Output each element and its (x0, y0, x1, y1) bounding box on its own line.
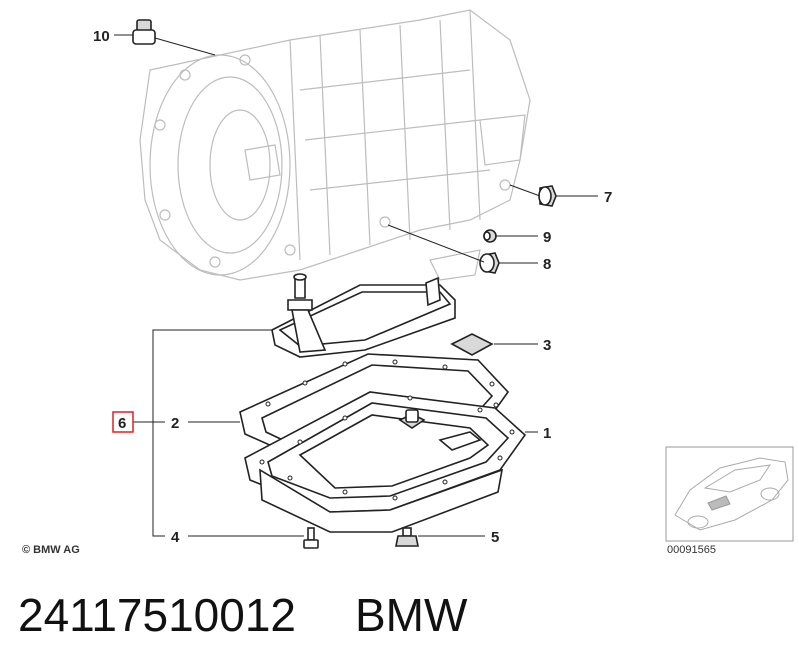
callout-1: 1 (543, 425, 551, 442)
callout-6-highlight[interactable]: 6 (112, 411, 134, 433)
oil-filter-illustration (271, 273, 456, 358)
part-1-oil-pan[interactable] (244, 391, 527, 533)
callout-10: 10 (93, 28, 110, 45)
part-8-bushing[interactable] (387, 224, 500, 274)
part-3-gasket[interactable] (450, 333, 494, 356)
callout-5: 5 (491, 529, 499, 546)
part-4-bolt[interactable] (303, 527, 319, 549)
brand-name: BMW (355, 589, 468, 641)
copyright-text: © BMW AG (22, 544, 80, 556)
transmission-housing-illustration (139, 9, 531, 281)
leader-lines (114, 34, 598, 537)
thumbnail-code: 00091565 (667, 544, 716, 556)
callout-4: 4 (171, 529, 180, 546)
callout-6: 6 (118, 415, 126, 432)
vehicle-thumbnail (665, 446, 794, 542)
part-9-seal[interactable] (483, 229, 497, 243)
part-number: 24117510012 (18, 589, 296, 641)
callout-9: 9 (543, 229, 551, 246)
part-5-drain-plug[interactable] (395, 527, 419, 547)
part-7-bushing[interactable] (509, 184, 557, 207)
callout-3: 3 (543, 337, 551, 354)
highlight-box (112, 411, 134, 433)
callout-8: 8 (543, 256, 551, 273)
part-10-plug[interactable] (132, 19, 216, 56)
callout-2: 2 (171, 415, 179, 432)
callout-7: 7 (604, 189, 612, 206)
